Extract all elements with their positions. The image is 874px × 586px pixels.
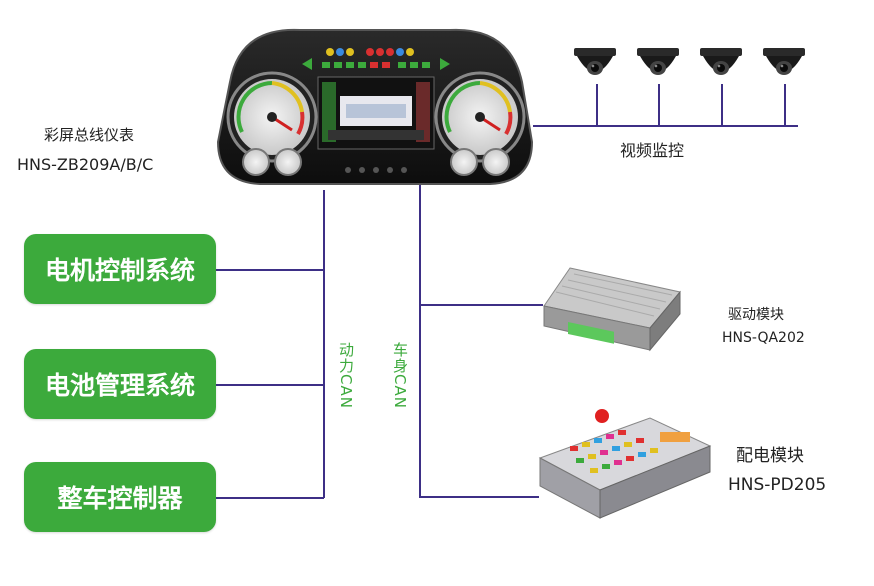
body-can-label: 车身CAN xyxy=(391,342,409,409)
power-can-label: 动力CAN xyxy=(337,342,355,409)
drive-module-model: HNS-QA202 xyxy=(722,330,805,346)
power-can-trunk xyxy=(323,190,325,498)
distribution-module-image xyxy=(538,409,712,519)
body-can-trunk xyxy=(419,185,421,498)
link-motor-control xyxy=(216,269,324,271)
link-drive-module xyxy=(419,304,543,306)
distribution-module-name: 配电模块 xyxy=(736,446,804,466)
video-bus-horizontal xyxy=(533,125,798,127)
link-battery-management xyxy=(216,384,324,386)
camera-drop-2 xyxy=(658,84,660,126)
drive-module-image xyxy=(543,267,681,352)
instrument-cluster xyxy=(216,28,534,185)
video-monitor-label: 视频监控 xyxy=(620,141,685,160)
dome-camera-icon xyxy=(700,48,742,75)
dome-camera-icon xyxy=(637,48,679,75)
dashboard-model: HNS-ZB209A/B/C xyxy=(17,155,154,174)
vehicle-controller-box: 整车控制器 xyxy=(24,462,216,532)
dome-camera-icon xyxy=(574,48,616,75)
motor-control-system-box: 电机控制系统 xyxy=(24,234,216,304)
link-vehicle-controller xyxy=(216,497,324,499)
dome-camera-icon xyxy=(763,48,805,75)
dashboard-name: 彩屏总线仪表 xyxy=(44,126,135,144)
camera-drop-1 xyxy=(596,84,598,126)
battery-management-system-box: 电池管理系统 xyxy=(24,349,216,419)
distribution-module-model: HNS-PD205 xyxy=(728,475,827,495)
camera-group xyxy=(572,44,812,88)
drive-module-name: 驱动模块 xyxy=(728,307,784,323)
camera-drop-3 xyxy=(721,84,723,126)
camera-drop-4 xyxy=(784,84,786,126)
link-distribution-module xyxy=(419,496,539,498)
